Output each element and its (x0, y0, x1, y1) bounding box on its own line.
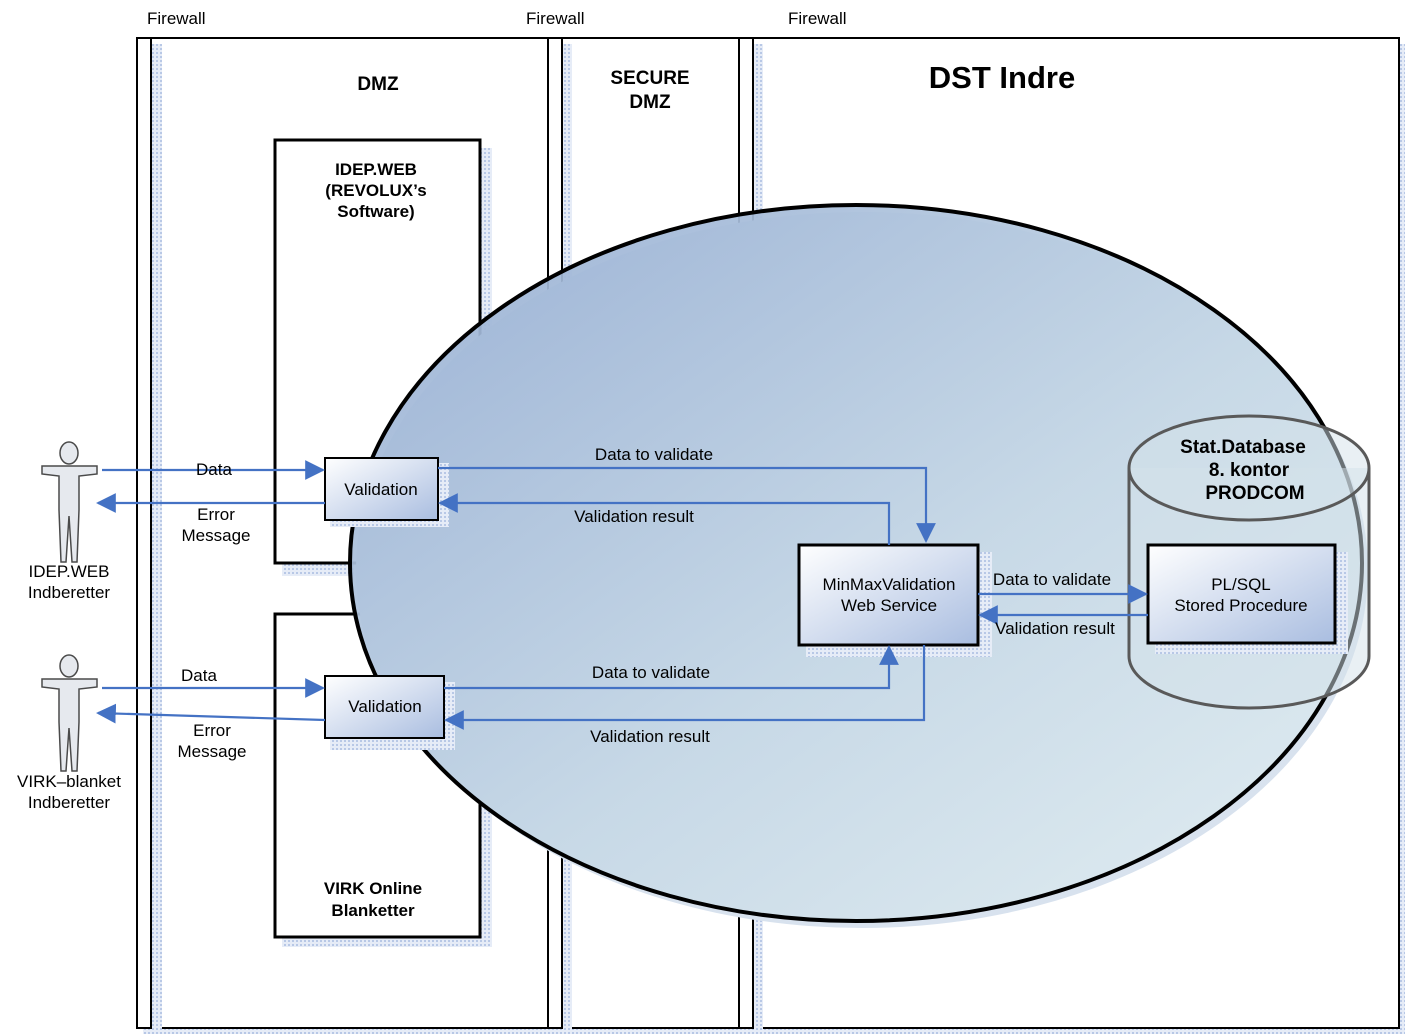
flow-label-ws-data-to-validate: Data to validate (993, 570, 1111, 589)
flow-label-top-data-to-validate: Data to validate (595, 445, 713, 464)
arrow-bottom-error (96, 703, 326, 724)
database-title-line1: Stat.Database (1180, 437, 1306, 458)
web-service-label-line2: Web Service (841, 596, 937, 615)
stored-procedure-label-line1: PL/SQL (1211, 575, 1271, 594)
virk-online-system-title-line2: Blanketter (331, 901, 415, 920)
zone-secure-dmz-title-line2: DMZ (629, 92, 671, 113)
zone-dmz-title: DMZ (357, 74, 399, 95)
web-service-label-line1: MinMaxValidation (823, 575, 956, 594)
idep-web-system-title-line2: (REVOLUX’s (325, 181, 426, 200)
flow-label-top-validation-result: Validation result (574, 507, 694, 526)
actor-idep-label-line2: Indberetter (28, 583, 111, 602)
arrow-top-data-to-validate (438, 466, 936, 543)
virk-online-system-title-line1: VIRK Online (324, 879, 422, 898)
database-title-line3: PRODCOM (1205, 483, 1304, 504)
idep-web-system-title-line3: Software) (337, 202, 414, 221)
stored-procedure-label-line2: Stored Procedure (1174, 596, 1307, 615)
validation-box-bottom (324, 675, 455, 750)
database-title-line2: 8. kontor (1209, 460, 1290, 481)
zone-dst-indre-title: DST Indre (929, 60, 1075, 95)
person-icon (41, 654, 98, 772)
validation-box-top-label: Validation (344, 480, 417, 499)
arrow-top-validation-result (438, 493, 891, 545)
validation-box-bottom-label: Validation (348, 697, 421, 716)
arrow-bottom-data-to-validate (444, 645, 899, 690)
flow-label-bottom-error-line2: Message (178, 742, 247, 761)
firewall-label-1: Firewall (147, 9, 206, 28)
firewall-label-2: Firewall (526, 9, 585, 28)
idep-web-system-title-line1: IDEP.WEB (335, 160, 417, 179)
zone-secure-dmz-title-line1: SECURE (610, 68, 689, 89)
person-icon (41, 441, 98, 563)
firewall-label-3: Firewall (788, 9, 847, 28)
arrow-bottom-validation-result (444, 645, 926, 730)
flow-label-bottom-data-to-validate: Data to validate (592, 663, 710, 682)
actor-virk-label-line2: Indberetter (28, 793, 111, 812)
actor-idep-label-line1: IDEP.WEB (29, 562, 110, 581)
flow-label-bottom-error-line1: Error (193, 721, 231, 740)
stored-procedure-box (1146, 543, 1348, 654)
firewall-bar-1 (136, 37, 162, 1034)
validation-box-top (324, 457, 449, 527)
flow-label-bottom-data: Data (181, 666, 217, 685)
flow-label-top-data: Data (196, 460, 232, 479)
flow-label-bottom-validation-result: Validation result (590, 727, 710, 746)
flow-label-top-error-line1: Error (197, 505, 235, 524)
flow-label-ws-validation-result: Validation result (995, 619, 1115, 638)
flow-label-top-error-line2: Message (182, 526, 251, 545)
actor-virk-label-line1: VIRK–blanket (17, 772, 121, 791)
